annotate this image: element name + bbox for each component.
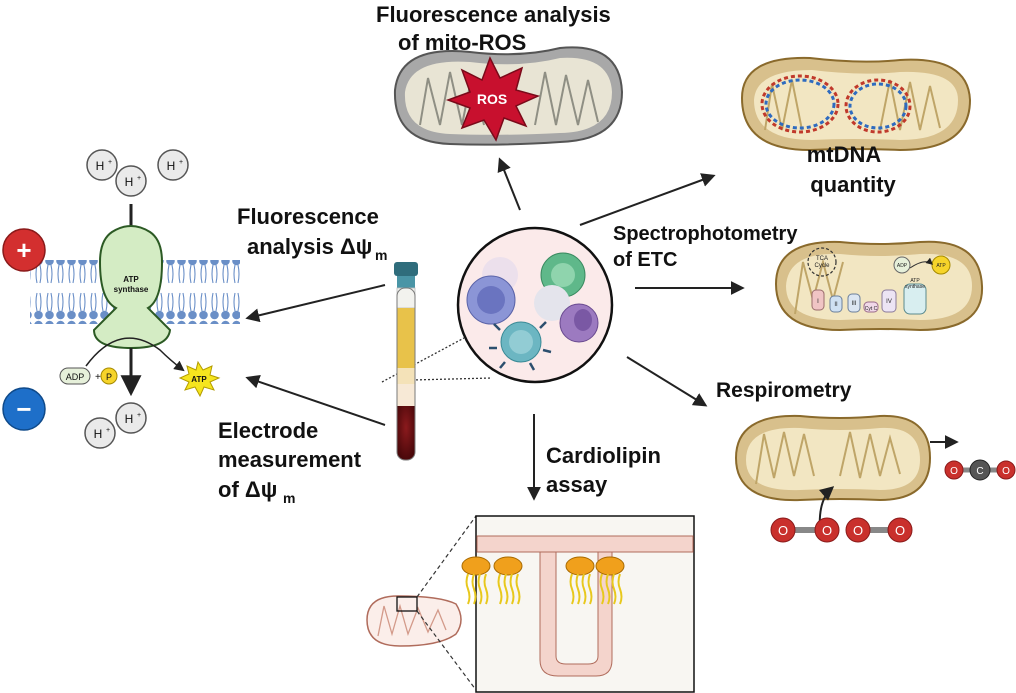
plus-charge-icon: +	[2, 228, 46, 272]
mito-ros-title-line2: of mito-ROS	[398, 30, 526, 55]
ros-burst-icon	[445, 56, 541, 142]
o2-right-o2: O	[895, 523, 905, 538]
co2-molecule-icon: O C O	[944, 459, 1016, 481]
cytc-label: Cyt C	[865, 306, 878, 312]
arrow-to-ros	[497, 157, 521, 211]
adp-label: ADP	[66, 372, 85, 382]
electrode-subscript: m	[283, 490, 295, 506]
atp-synthase-illustration: ATP synthase	[85, 204, 185, 397]
proton-icon-3: H +	[157, 149, 189, 181]
proton-2-charge: +	[137, 175, 141, 182]
etc-title-line2: of ETC	[613, 249, 677, 271]
proton-icon-2: H +	[115, 165, 147, 197]
proton-1-charge: +	[108, 159, 112, 166]
o2-left-o2: O	[822, 523, 832, 538]
fluor-psi-subscript: m	[375, 247, 387, 263]
proton-3-charge: +	[179, 159, 183, 166]
small-mito-icon	[366, 595, 462, 647]
etc-synthase-label-line2: synthase	[905, 284, 925, 290]
etc-atp-icon	[931, 255, 951, 275]
proton-icon-4: H +	[115, 402, 147, 434]
complex-i-label: I	[817, 299, 819, 305]
proton-icon-1: H +	[86, 149, 118, 181]
ros-label: ROS	[477, 91, 507, 107]
proton-5-charge: +	[106, 427, 110, 434]
proton-2-h: H	[125, 175, 134, 189]
proton-5-h: H	[94, 427, 103, 441]
mtdna-circle-right-icon	[844, 78, 912, 134]
co2-o2: O	[1002, 466, 1010, 477]
phosphate-label: P	[106, 372, 112, 382]
phosphate-icon: P	[100, 367, 118, 385]
cardiolipin-title-line2: assay	[546, 472, 608, 497]
co2-o1: O	[950, 466, 958, 477]
minus-charge-icon: −	[2, 387, 46, 431]
o2-molecule-left-icon: O O	[770, 517, 840, 543]
atp-label: ATP	[191, 375, 207, 384]
arrow-to-electrode	[245, 375, 386, 426]
etc-mito-illustration: TCA Cycle ADP ATP I II III Cyt C IV ATP …	[774, 240, 984, 332]
mtdna-mito-illustration	[740, 56, 972, 152]
tca-label-line1: TCA	[816, 256, 828, 262]
etc-synthase-label-line1: ATP	[910, 278, 920, 284]
tca-cycle-icon	[807, 247, 837, 277]
proton-3-h: H	[167, 159, 176, 173]
etc-atp-label: ATP	[936, 263, 946, 269]
synthase-label-line1: ATP	[123, 275, 139, 284]
cardiolipin-zoom-panel	[475, 515, 695, 693]
electrode-title-line1: Electrode	[218, 418, 318, 443]
blood-tube-icon	[394, 262, 418, 461]
fluor-psi-title-line2: analysis Δψ	[247, 234, 372, 259]
proton-4-h: H	[125, 412, 134, 426]
cardiolipin-molecules	[461, 556, 625, 605]
etc-title-line1: Spectrophotometry	[613, 223, 798, 245]
arrow-to-mtdna	[579, 173, 716, 226]
atp-burst-icon: ATP	[178, 360, 221, 398]
arrow-to-fluor-psi	[245, 284, 386, 323]
complex-iv-label: IV	[886, 299, 892, 305]
proton-1-h: H	[96, 159, 105, 173]
fluor-psi-title-line1: Fluorescence	[237, 204, 379, 229]
complex-iii-label: III	[851, 301, 856, 307]
electrode-title-line2: measurement	[218, 447, 362, 472]
minus-sign: −	[16, 394, 31, 424]
o2-molecule-right-icon: O O	[845, 517, 913, 543]
proton-icon-5: H +	[84, 417, 116, 449]
cardiolipin-title-line1: Cardiolipin	[546, 443, 661, 468]
synthase-label-line2: synthase	[114, 285, 149, 294]
arrows	[245, 157, 959, 501]
mtdna-title-line2: quantity	[810, 172, 896, 197]
mtdna-title-line1: mtDNA	[807, 142, 882, 167]
complex-ii-label: II	[834, 302, 838, 308]
o2-left-o1: O	[778, 523, 788, 538]
o2-right-o1: O	[853, 523, 863, 538]
mtdna-circle-left-icon	[760, 74, 840, 134]
tca-label-line2: Cycle	[814, 263, 830, 269]
blood-cells-circle	[456, 226, 614, 384]
electrode-title-line3: of Δψ	[218, 477, 277, 502]
adp-plus-sign: +	[95, 372, 101, 383]
mito-ros-title-line1: Fluorescence analysis	[376, 2, 611, 27]
mito-ros-illustration: ROS	[393, 46, 624, 146]
respirometry-title: Respirometry	[716, 379, 852, 402]
arrow-to-respirometry	[626, 356, 708, 407]
etc-adp-label: ADP	[897, 263, 908, 269]
adp-icon: ADP	[59, 367, 91, 385]
respirometry-mito-illustration	[734, 414, 932, 502]
proton-4-charge: +	[137, 412, 141, 419]
co2-c: C	[976, 466, 983, 477]
plus-sign: +	[16, 235, 31, 265]
